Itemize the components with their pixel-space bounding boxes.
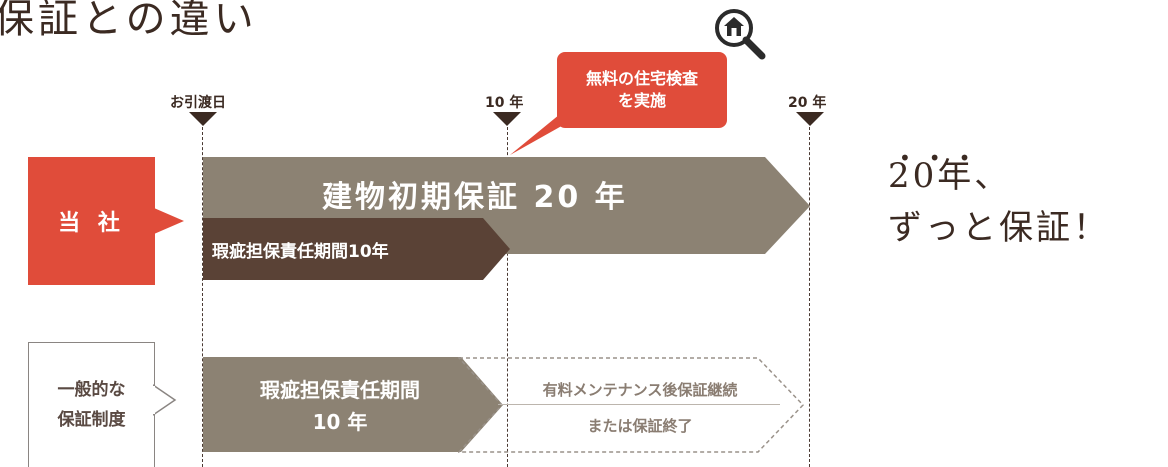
general-label-box: 一般的な 保証制度 <box>28 342 155 467</box>
company-label-box: 当 社 <box>28 157 155 285</box>
tagline-line2: ずっと保証！ <box>888 208 1110 248</box>
initial-warranty-label: 建物初期保証 20 年 <box>322 180 628 215</box>
company-pointer <box>154 208 184 234</box>
marker-arrow-handover <box>189 112 217 126</box>
marker-label-10y: 10 年 <box>485 95 524 111</box>
general-pointer <box>153 384 177 416</box>
defect-liability-bar <box>203 218 510 280</box>
defect-liability-label: 瑕疵担保責任期間10年 <box>212 242 389 262</box>
general-liability-line1: 瑕疵担保責任期間 <box>260 378 420 402</box>
paid-maintenance-divider <box>498 404 780 405</box>
tagline-line1: 20年、 <box>888 156 1012 196</box>
tagline: 20年、 ずっと保証！ <box>888 150 1110 254</box>
callout-line1: 無料の住宅検査 <box>585 69 698 88</box>
general-label-line1: 一般的な <box>57 380 126 400</box>
general-liability-label: 瑕疵担保責任期間 10 年 <box>220 374 460 438</box>
page-title: 保証との違い <box>0 0 258 42</box>
paid-maintenance-line1: 有料メンテナンス後保証継続 <box>542 381 738 399</box>
marker-label-handover: お引渡日 <box>170 95 226 111</box>
house-search-icon <box>715 9 766 60</box>
marker-label-20y: 20 年 <box>788 95 827 111</box>
free-inspection-callout: 無料の住宅検査 を実施 <box>557 52 727 128</box>
marker-arrow-10y <box>493 112 521 126</box>
paid-maintenance-line2: または保証終了 <box>587 417 693 435</box>
emphasis-dots: ••• <box>899 146 989 170</box>
paid-maintenance-bar <box>458 357 805 453</box>
general-label-line2: 保証制度 <box>57 410 126 430</box>
general-liability-bar <box>203 357 503 452</box>
guide-line-10y <box>507 127 508 467</box>
general-liability-line2: 10 年 <box>312 410 368 434</box>
marker-arrow-20y <box>796 112 824 126</box>
guide-line-20y <box>809 127 810 467</box>
guide-line-handover <box>202 127 203 467</box>
callout-line2: を実施 <box>617 91 666 110</box>
